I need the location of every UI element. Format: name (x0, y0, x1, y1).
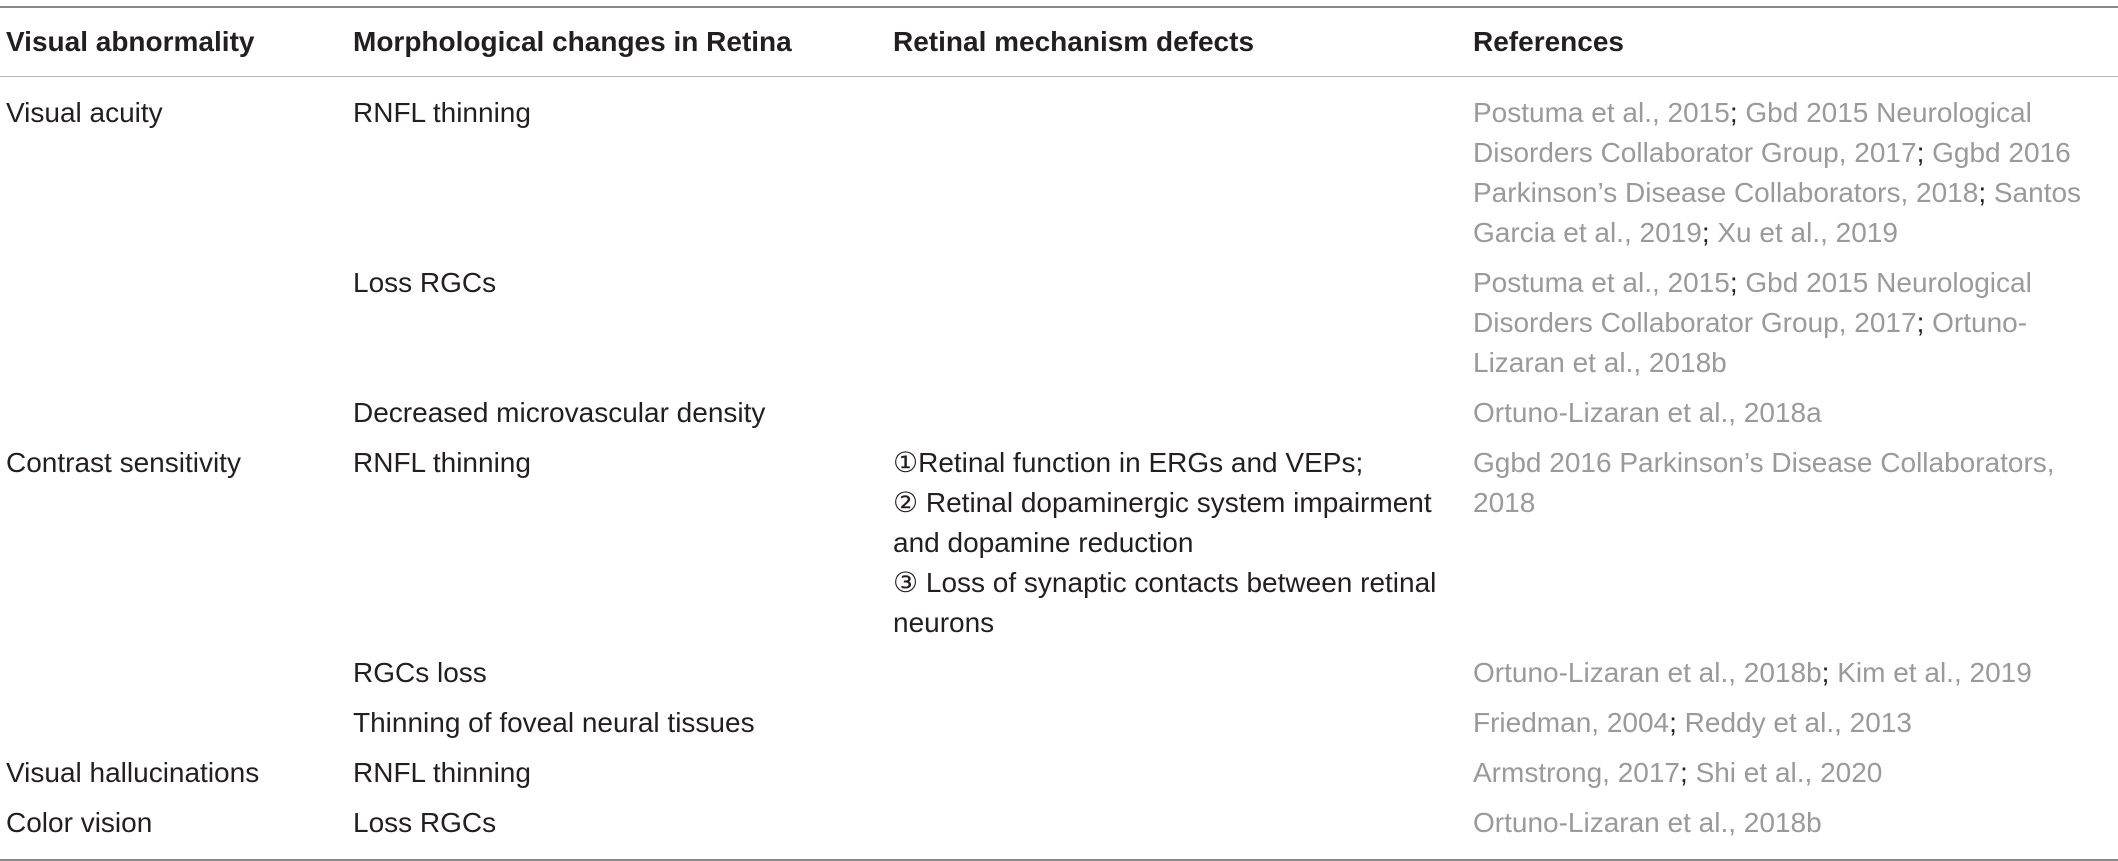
header-visual-abnormality: Visual abnormality (6, 26, 255, 57)
table-row: Visual acuity RNFL thinning Postuma et al.… (0, 77, 2118, 259)
reference-link[interactable]: Ortuno-Lizaran et al., 2018a (1473, 397, 1822, 428)
header-row: Visual abnormality Morphological changes… (0, 7, 2118, 77)
reference-link[interactable]: Postuma et al., 2015 (1473, 267, 1730, 298)
reference-link[interactable]: Friedman, 2004 (1473, 707, 1670, 738)
cell-visual-abnormality (0, 648, 345, 698)
cell-references: Ortuno-Lizaran et al., 2018a (1465, 388, 2118, 438)
cell-visual-abnormality: Contrast sensitivity (6, 447, 241, 478)
cell-morphological-change: RNFL thinning (353, 757, 531, 788)
cell-references: Postuma et al., 2015; Gbd 2015 Neurologi… (1465, 77, 2118, 259)
table-row: Contrast sensitivity RNFL thinning ①Retina… (0, 438, 2118, 648)
reference-link[interactable]: Xu et al., 2019 (1717, 217, 1898, 248)
reference-link[interactable]: Gbd 2015 Neurological Disorders Collabor… (1473, 267, 2032, 338)
cell-mechanism-defects (885, 698, 1465, 748)
reference-link[interactable]: Reddy et al., 2013 (1684, 707, 1912, 738)
reference-link[interactable]: Ggbd 2016 Parkinson’s Disease Collaborat… (1473, 137, 2071, 208)
table-row: RGCs loss Ortuno-Lizaran et al., 2018b; K… (0, 648, 2118, 698)
cell-references: Ggbd 2016 Parkinson’s Disease Collaborat… (1465, 438, 2118, 648)
header-references: References (1473, 26, 1624, 57)
cell-visual-abnormality: Visual hallucinations (6, 757, 260, 788)
cell-morphological-change: Thinning of foveal neural tissues (353, 707, 755, 738)
cell-mechanism-defects: ①Retinal function in ERGs and VEPs; ② Ret… (885, 438, 1465, 648)
mechanism-item: ①Retinal function in ERGs and VEPs; (893, 447, 1364, 478)
reference-separator: ; (1729, 267, 1746, 298)
table-row: Visual hallucinations RNFL thinning Armstr… (0, 748, 2118, 798)
cell-mechanism-defects (885, 388, 1465, 438)
reference-separator: ; (1978, 177, 1994, 208)
reference-link[interactable]: Ortuno-Lizaran et al., 2018b (1473, 657, 1822, 688)
cell-visual-abnormality (0, 388, 345, 438)
cell-mechanism-defects (885, 648, 1465, 698)
cell-visual-abnormality (0, 698, 345, 748)
reference-link[interactable]: Kim et al., 2019 (1837, 657, 2032, 688)
cell-morphological-change: RGCs loss (353, 657, 487, 688)
table-container: { "table": { "headers": [ "Visual abnorm… (0, 7, 2118, 860)
cell-references: Postuma et al., 2015; Gbd 2015 Neurologi… (1465, 258, 2118, 388)
cell-morphological-change: Loss RGCs (353, 807, 497, 838)
cell-visual-abnormality: Color vision (6, 807, 153, 838)
table-row: Thinning of foveal neural tissues Friedma… (0, 698, 2118, 748)
reference-separator: ; (1701, 217, 1718, 248)
cell-morphological-change: RNFL thinning (353, 97, 531, 128)
table-row: Loss RGCs Postuma et al., 2015; Gbd 2015 … (0, 258, 2118, 388)
reference-link[interactable]: Gbd 2015 Neurological Disorders Collabor… (1473, 97, 2032, 168)
reference-separator: ; (1669, 707, 1685, 738)
reference-separator: ; (1916, 307, 1933, 338)
table-row: Decreased microvascular density Ortuno-Li… (0, 388, 2118, 438)
header-morphological-changes: Morphological changes in Retina (353, 26, 792, 57)
cell-morphological-change: Decreased microvascular density (353, 397, 766, 428)
reference-link[interactable]: Postuma et al., 2015 (1473, 97, 1730, 128)
cell-references: Ortuno-Lizaran et al., 2018b (1465, 798, 2118, 860)
reference-link[interactable]: Armstrong, 2017 (1473, 757, 1680, 788)
cell-mechanism-defects (885, 798, 1465, 860)
reference-separator: ; (1821, 657, 1838, 688)
reference-link[interactable]: Ortuno-Lizaran et al., 2018b (1473, 807, 1822, 838)
cell-mechanism-defects (885, 748, 1465, 798)
cell-visual-abnormality: Visual acuity (6, 97, 163, 128)
table-row: Color vision Loss RGCs Ortuno-Lizaran et a… (0, 798, 2118, 860)
cell-morphological-change: Loss RGCs (353, 267, 497, 298)
reference-separator: ; (1680, 757, 1696, 788)
reference-separator: ; (1916, 137, 1933, 168)
cell-references: Armstrong, 2017; Shi et al., 2020 (1465, 748, 2118, 798)
cell-mechanism-defects (885, 77, 1465, 259)
reference-link[interactable]: Shi et al., 2020 (1695, 757, 1883, 788)
cell-mechanism-defects (885, 258, 1465, 388)
reference-link[interactable]: Ortuno-Lizaran et al., 2018b (1473, 307, 2028, 378)
mechanism-item: ③ Loss of synaptic contacts between reti… (893, 567, 1437, 638)
reference-link[interactable]: Santos Garcia et al., 2019 (1473, 177, 2082, 248)
reference-separator: ; (1729, 97, 1746, 128)
cell-morphological-change: RNFL thinning (353, 447, 531, 478)
cell-references: Friedman, 2004; Reddy et al., 2013 (1465, 698, 2118, 748)
data-table: Visual abnormality Morphological changes… (0, 6, 2118, 861)
cell-visual-abnormality (0, 258, 345, 388)
cell-references: Ortuno-Lizaran et al., 2018b; Kim et al.… (1465, 648, 2118, 698)
reference-link[interactable]: Ggbd 2016 Parkinson’s Disease Collaborat… (1473, 447, 2055, 518)
header-mechanism-defects: Retinal mechanism defects (893, 26, 1255, 57)
mechanism-item: ② Retinal dopaminergic system impairment… (893, 487, 1432, 558)
